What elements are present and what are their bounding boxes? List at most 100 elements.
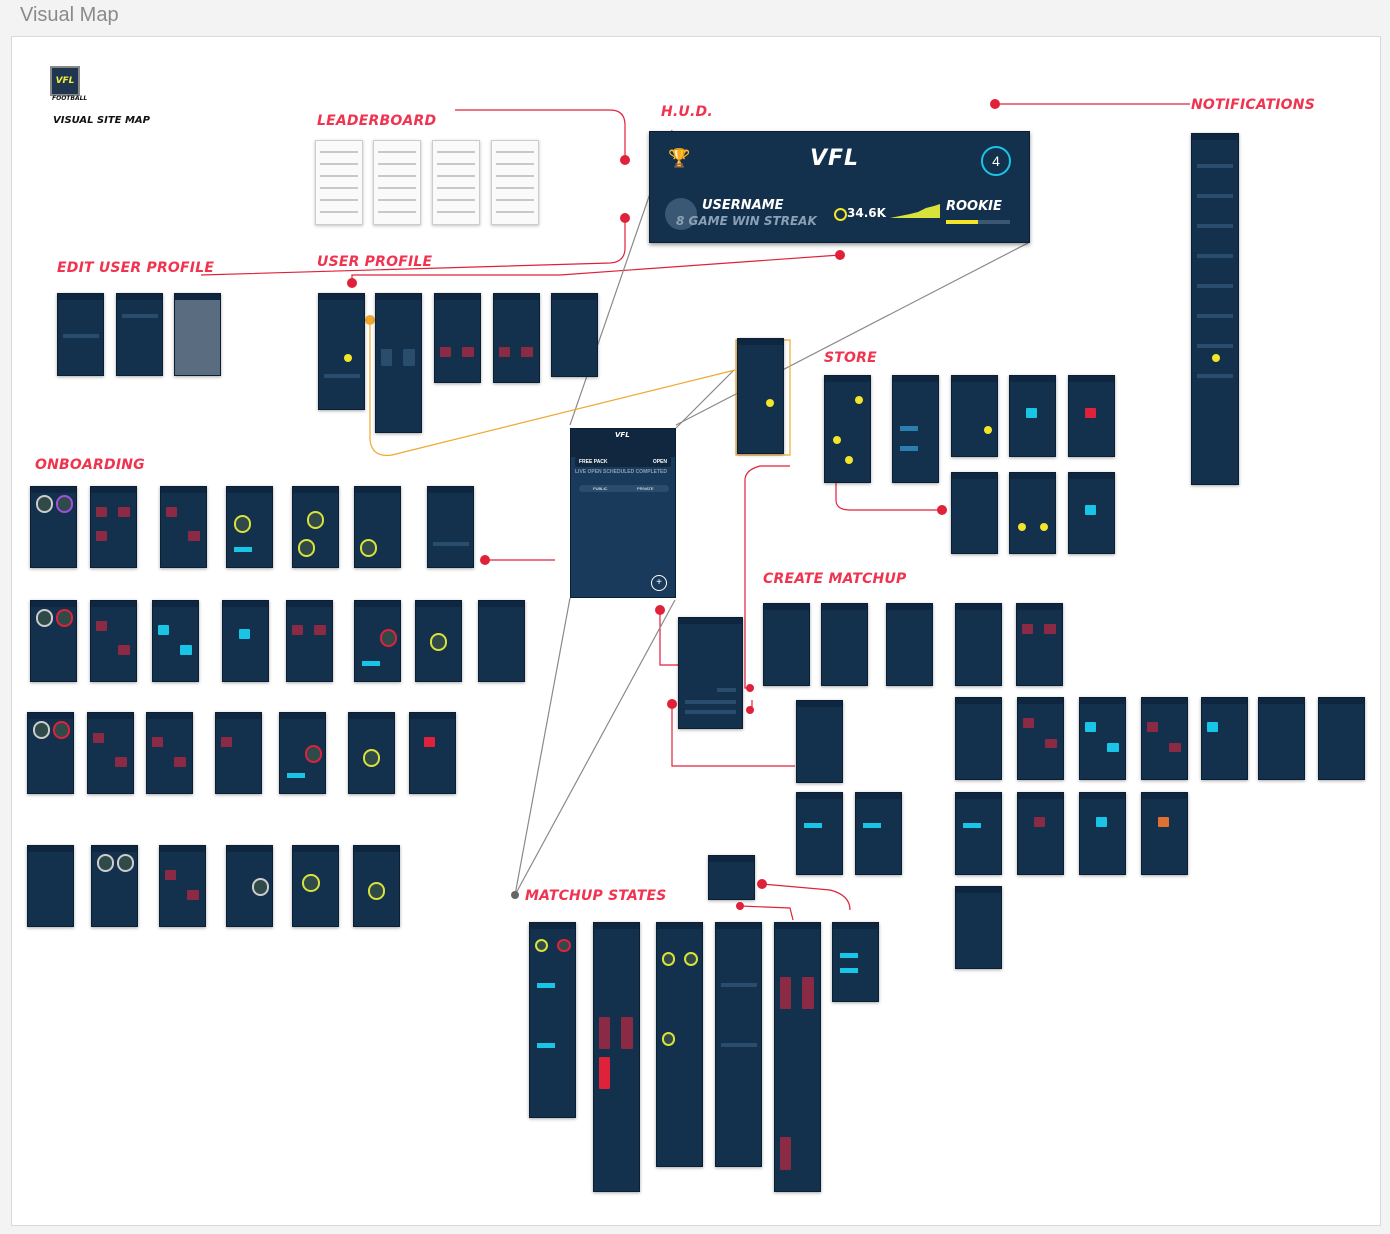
leaderboard-screen[interactable]	[373, 140, 421, 225]
home-logo: VFL	[615, 431, 630, 439]
create-matchup-menu[interactable]	[678, 617, 743, 729]
onboarding-screen[interactable]	[279, 712, 326, 794]
create-matchup-screen[interactable]	[1258, 697, 1305, 780]
avatar[interactable]	[665, 198, 697, 230]
onboarding-screen[interactable]	[160, 486, 207, 568]
create-matchup-screen[interactable]	[1016, 603, 1063, 686]
create-matchup-screen[interactable]	[955, 792, 1002, 875]
private-option[interactable]: PRIVATE	[637, 486, 654, 491]
onboarding-screen[interactable]	[226, 845, 273, 927]
page-title: Visual Map	[20, 4, 119, 26]
onboarding-screen[interactable]	[152, 600, 199, 682]
onboarding-screen[interactable]	[478, 600, 525, 682]
onboarding-screen[interactable]	[226, 486, 273, 568]
onboarding-screen[interactable]	[222, 600, 269, 682]
matchup-state-screen[interactable]	[832, 922, 879, 1002]
user-profile-screen[interactable]	[551, 293, 598, 377]
create-matchup-screen[interactable]	[796, 792, 843, 875]
onboarding-screen[interactable]	[215, 712, 262, 794]
user-profile-screen[interactable]	[434, 293, 481, 383]
rank-progress-fill	[946, 220, 978, 224]
matchup-state-screen[interactable]	[593, 922, 640, 1192]
onboarding-screen[interactable]	[354, 600, 401, 682]
hud-panel: 🏆 VFL 4 USERNAME 8 GAME WIN STREAK 34.6K…	[649, 131, 1030, 243]
matchup-state-screen[interactable]	[715, 922, 762, 1167]
store-screen[interactable]	[892, 375, 939, 483]
add-matchup-button[interactable]: +	[651, 575, 667, 591]
create-matchup-screen[interactable]	[1017, 792, 1064, 875]
edit-profile-screen[interactable]	[174, 293, 221, 376]
onboarding-screen[interactable]	[87, 712, 134, 794]
user-profile-screen[interactable]	[375, 293, 422, 433]
store-screen[interactable]	[951, 375, 998, 457]
onboarding-screen[interactable]	[427, 486, 474, 568]
onboarding-screen[interactable]	[91, 845, 138, 927]
onboarding-screen[interactable]	[292, 486, 339, 568]
onboarding-screen[interactable]	[30, 600, 77, 682]
matchup-state-screen[interactable]	[656, 922, 703, 1167]
leaderboard-screen[interactable]	[491, 140, 539, 225]
leaderboard-screen[interactable]	[432, 140, 480, 225]
section-matchup-states: MATCHUP STATES	[525, 888, 667, 904]
create-matchup-screen[interactable]	[855, 792, 902, 875]
onboarding-screen[interactable]	[159, 845, 206, 927]
create-matchup-screen[interactable]	[955, 603, 1002, 686]
home-header: VFL	[571, 429, 675, 457]
leaderboard-screen[interactable]	[315, 140, 363, 225]
edit-profile-screen[interactable]	[116, 293, 163, 376]
onboarding-screen[interactable]	[30, 486, 77, 568]
onboarding-screen[interactable]	[27, 712, 74, 794]
rank-progress-bar	[946, 220, 1010, 224]
open-pack-button[interactable]: OPEN	[652, 459, 667, 465]
notifications-screen[interactable]	[1191, 133, 1239, 485]
onboarding-screen[interactable]	[409, 712, 456, 794]
section-notifications: NOTIFICATIONS	[1191, 97, 1315, 113]
store-screen[interactable]	[1009, 472, 1056, 554]
matchup-state-screen[interactable]	[774, 922, 821, 1192]
home-screen[interactable]: VFL FREE PACK OPEN LIVE OPEN SCHEDULED CO…	[570, 428, 676, 598]
section-hud: H.U.D.	[661, 104, 713, 120]
create-matchup-screen[interactable]	[1079, 792, 1126, 875]
trophy-icon[interactable]: 🏆	[668, 148, 691, 169]
store-screen[interactable]	[824, 375, 871, 483]
create-matchup-screen[interactable]	[955, 697, 1002, 780]
create-matchup-screen[interactable]	[763, 603, 810, 686]
onboarding-screen[interactable]	[90, 486, 137, 568]
user-profile-screen[interactable]	[493, 293, 540, 383]
store-screen[interactable]	[951, 472, 998, 554]
public-option[interactable]: PUBLIC	[593, 486, 608, 491]
onboarding-screen[interactable]	[348, 712, 395, 794]
free-pack-banner[interactable]: FREE PACK OPEN	[575, 457, 671, 467]
onboarding-screen[interactable]	[354, 486, 401, 568]
create-matchup-screen[interactable]	[1318, 697, 1365, 780]
create-matchup-screen[interactable]	[1201, 697, 1248, 780]
edit-profile-screen[interactable]	[57, 293, 104, 376]
create-matchup-screen[interactable]	[1079, 697, 1126, 780]
public-private-toggle[interactable]: PUBLIC PRIVATE	[579, 485, 669, 492]
store-screen[interactable]	[1068, 472, 1115, 554]
create-matchup-screen[interactable]	[1017, 697, 1064, 780]
create-matchup-screen[interactable]	[1141, 792, 1188, 875]
onboarding-screen[interactable]	[286, 600, 333, 682]
onboarding-screen[interactable]	[292, 845, 339, 927]
notification-badge[interactable]: 4	[981, 146, 1011, 176]
onboarding-screen[interactable]	[90, 600, 137, 682]
matchup-state-popup[interactable]	[708, 855, 755, 900]
user-profile-screen[interactable]	[737, 338, 784, 454]
create-matchup-screen[interactable]	[955, 886, 1002, 969]
section-user-profile: USER PROFILE	[317, 254, 433, 270]
create-matchup-screen[interactable]	[886, 603, 933, 686]
store-screen[interactable]	[1068, 375, 1115, 457]
create-matchup-screen[interactable]	[1141, 697, 1188, 780]
free-pack-label: FREE PACK	[579, 459, 608, 465]
store-screen[interactable]	[1009, 375, 1056, 457]
create-matchup-screen[interactable]	[796, 700, 843, 783]
onboarding-screen[interactable]	[415, 600, 462, 682]
matchup-state-screen[interactable]	[529, 922, 576, 1118]
user-profile-screen[interactable]	[318, 293, 365, 410]
onboarding-screen[interactable]	[353, 845, 400, 927]
loading-screen[interactable]	[27, 845, 74, 927]
create-matchup-screen[interactable]	[821, 603, 868, 686]
onboarding-screen[interactable]	[146, 712, 193, 794]
matchup-tabs[interactable]: LIVE OPEN SCHEDULED COMPLETED	[575, 469, 667, 475]
